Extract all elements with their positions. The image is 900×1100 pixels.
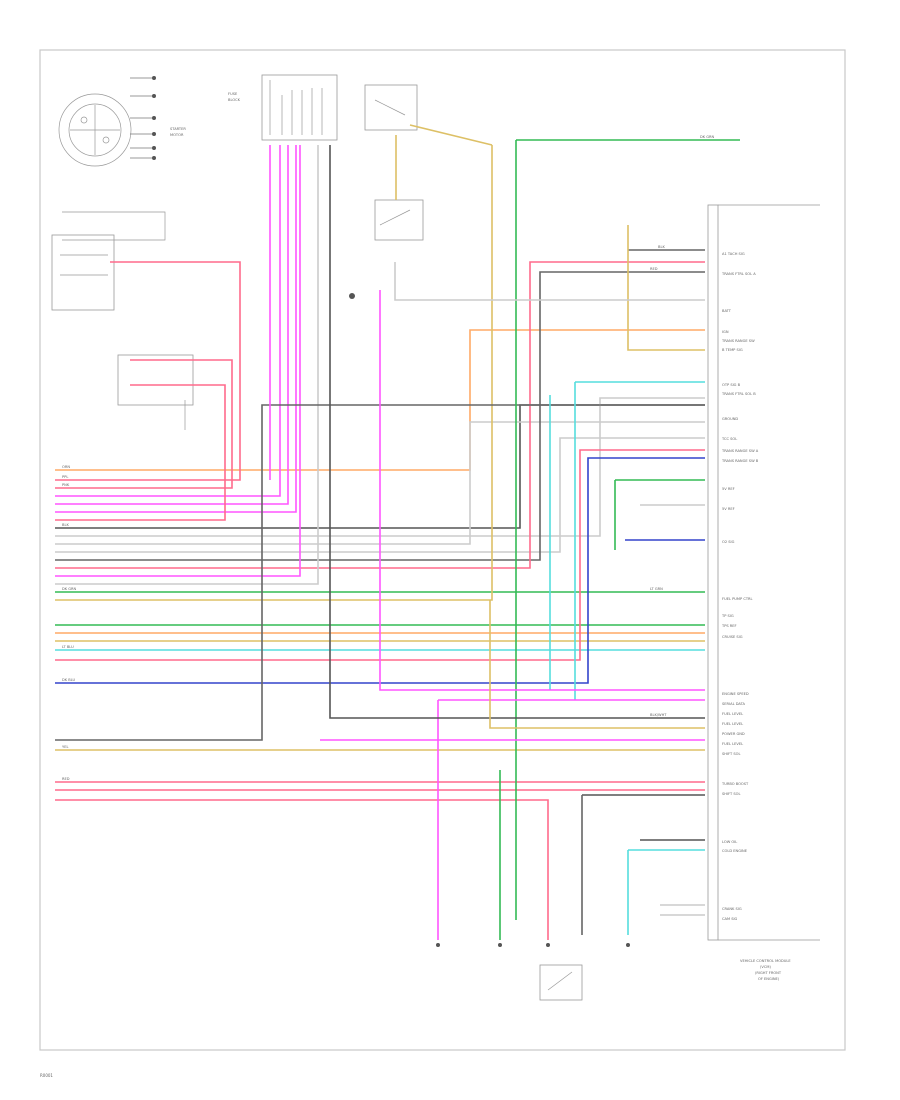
- wire-bundle-left: [55, 145, 705, 940]
- svg-text:5V REF: 5V REF: [722, 507, 735, 511]
- svg-text:TRANS FTRL SOL A: TRANS FTRL SOL A: [721, 272, 756, 276]
- bottom-components: [436, 943, 630, 1001]
- fuse-block-label: FUSE: [228, 92, 238, 96]
- svg-text:O2 SIG: O2 SIG: [722, 540, 735, 544]
- svg-text:BLK: BLK: [62, 523, 69, 527]
- svg-text:A1 TACH SIG: A1 TACH SIG: [722, 252, 745, 256]
- wire-color-labels: ORN PPL PNK BLK DK GRN LT BLU DK BLU YEL…: [62, 135, 715, 781]
- svg-text:FUEL PUMP CTRL: FUEL PUMP CTRL: [722, 597, 753, 601]
- relay-top: [349, 84, 424, 299]
- svg-text:YEL: YEL: [62, 745, 68, 749]
- svg-text:IGN: IGN: [722, 330, 729, 334]
- svg-text:ORN: ORN: [62, 465, 70, 469]
- svg-text:TRANS RANGE SW A: TRANS RANGE SW A: [721, 449, 759, 453]
- svg-text:5V REF: 5V REF: [722, 487, 735, 491]
- svg-text:ENGINE SPEED: ENGINE SPEED: [722, 692, 749, 696]
- svg-text:TRANS RANGE SW B: TRANS RANGE SW B: [721, 459, 759, 463]
- vcm-label-3: (RIGHT FRONT: [755, 971, 782, 975]
- svg-text:LT GRN: LT GRN: [650, 587, 663, 591]
- svg-text:FUEL LEVEL: FUEL LEVEL: [722, 712, 743, 716]
- vcm-label-4: OF ENGINE): [758, 977, 780, 981]
- svg-text:B TEMP SIG: B TEMP SIG: [722, 348, 743, 352]
- svg-text:CRANK SIG: CRANK SIG: [722, 907, 742, 911]
- svg-text:OTP SIG B: OTP SIG B: [722, 383, 741, 387]
- svg-text:SHIFT SOL: SHIFT SOL: [722, 752, 741, 756]
- svg-text:POWER GND: POWER GND: [722, 732, 745, 736]
- svg-text:CRUISE SIG: CRUISE SIG: [722, 635, 743, 639]
- vcm-connector: VEHICLE CONTROL MODULE (VCM) (RIGHT FRON…: [707, 204, 820, 981]
- svg-text:SHIFT SOL: SHIFT SOL: [722, 792, 741, 796]
- svg-text:LT BLU: LT BLU: [62, 645, 74, 649]
- svg-text:TPS REF: TPS REF: [721, 624, 737, 628]
- svg-text:BATT: BATT: [722, 309, 732, 313]
- svg-text:TRANS FTRL SOL B: TRANS FTRL SOL B: [721, 392, 756, 396]
- diagram-frame: [39, 49, 846, 1051]
- svg-text:BLK: BLK: [658, 245, 665, 249]
- ignition-switch-label-2: MOTOR: [170, 133, 184, 137]
- svg-text:TP SIG: TP SIG: [721, 614, 734, 618]
- ignition-switch: STARTER MOTOR: [58, 76, 186, 241]
- svg-text:DK GRN: DK GRN: [700, 135, 715, 139]
- svg-text:RED: RED: [62, 777, 70, 781]
- diagram-code: R0001: [40, 1073, 53, 1078]
- svg-text:FUEL LEVEL: FUEL LEVEL: [722, 742, 743, 746]
- svg-text:FUEL LEVEL: FUEL LEVEL: [722, 722, 743, 726]
- svg-text:PPL: PPL: [62, 475, 68, 479]
- wire-bundle-right: [269, 124, 740, 940]
- svg-text:DK BLU: DK BLU: [62, 678, 76, 682]
- fuse-block: FUSE BLOCK: [228, 74, 338, 141]
- svg-text:COLD ENGINE: COLD ENGINE: [722, 849, 748, 853]
- svg-text:GROUND: GROUND: [722, 417, 738, 421]
- vcm-label-2: (VCM): [760, 965, 771, 969]
- svg-text:CAM SIG: CAM SIG: [722, 917, 738, 921]
- fuse-block-label-2: BLOCK: [228, 98, 241, 102]
- svg-text:BLK/WHT: BLK/WHT: [650, 713, 667, 717]
- svg-text:DK GRN: DK GRN: [62, 587, 77, 591]
- svg-text:RED: RED: [650, 267, 658, 271]
- svg-text:TCC SOL: TCC SOL: [721, 437, 737, 441]
- svg-text:TRANS RANGE SW: TRANS RANGE SW: [721, 339, 755, 343]
- vcm-pin-labels: A1 TACH SIG TRANS FTRL SOL A BATT IGN TR…: [721, 252, 759, 921]
- vcm-label: VEHICLE CONTROL MODULE: [740, 959, 791, 963]
- svg-text:TURBO BOOST: TURBO BOOST: [721, 782, 749, 786]
- svg-text:LOW OIL: LOW OIL: [722, 840, 737, 844]
- svg-text:SERIAL DATA: SERIAL DATA: [722, 702, 746, 706]
- left-modules: [51, 234, 194, 430]
- ignition-switch-label: STARTER: [170, 127, 186, 131]
- svg-text:PNK: PNK: [62, 483, 70, 487]
